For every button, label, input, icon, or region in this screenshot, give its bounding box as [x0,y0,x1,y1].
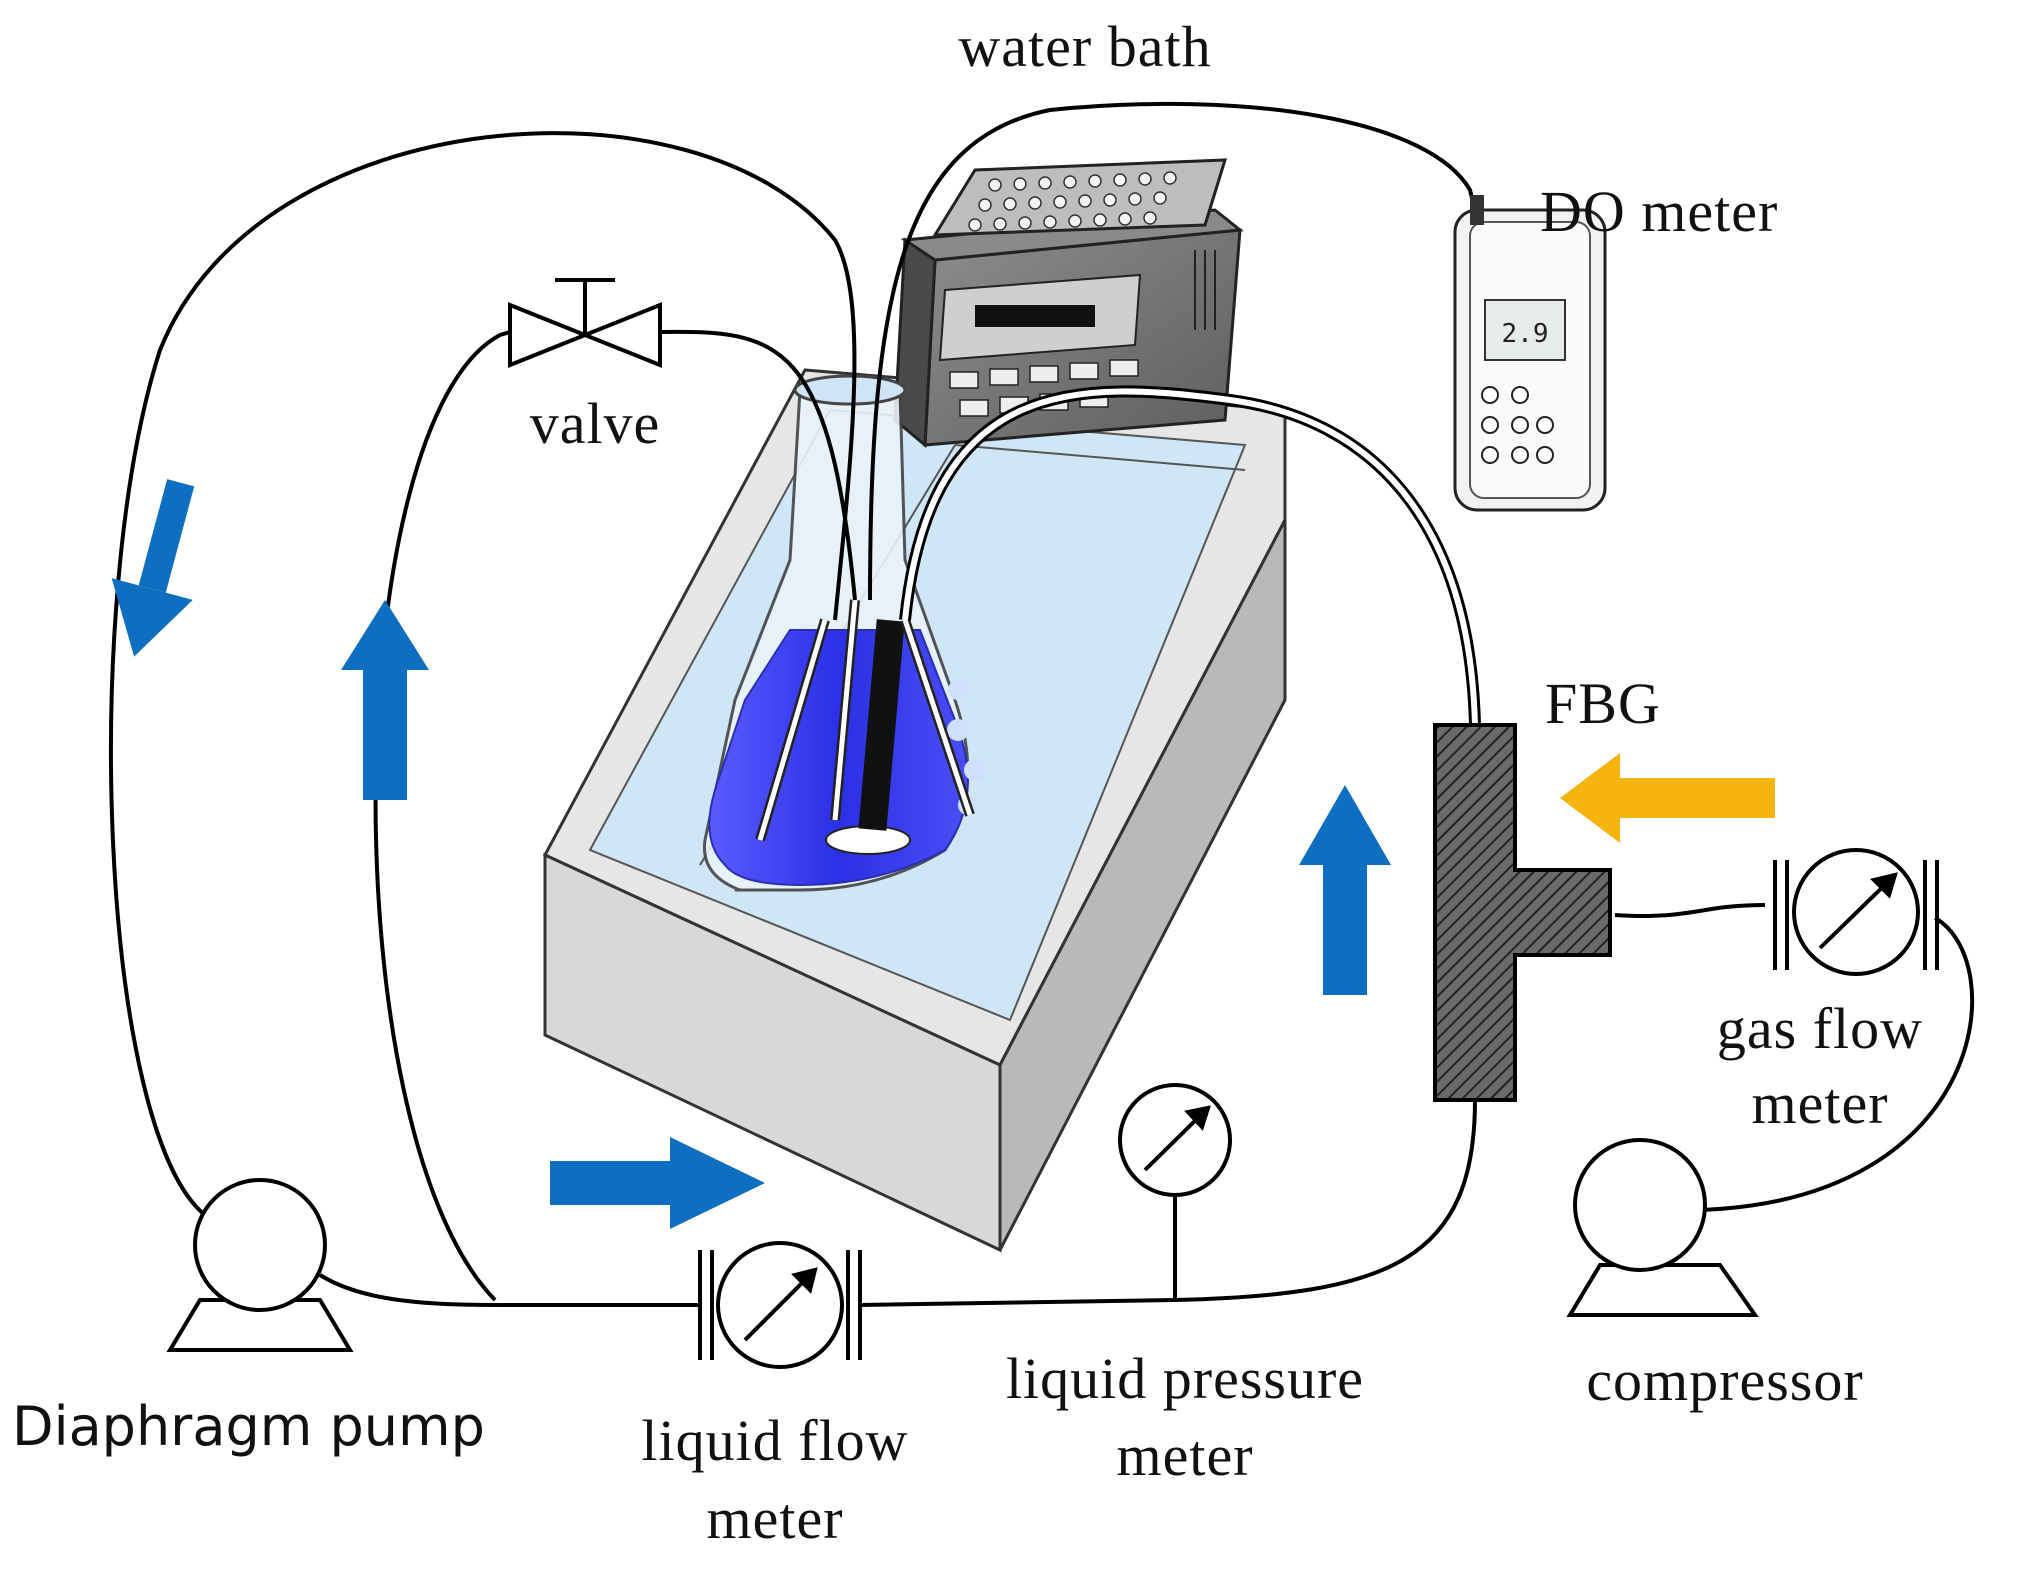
gas-flow-arrow [1560,753,1775,843]
liquid-flow-meter-symbol [698,1241,862,1369]
do-meter-display: 2.9 [1502,319,1549,349]
diaphragm-pump-label: Diaphragm pump [12,1395,485,1458]
water-bath-label: water bath [958,14,1212,79]
flow-arrow-up-right [1299,785,1391,995]
flow-arrow-right [550,1137,765,1229]
compressor-symbol [1566,1138,1759,1317]
liquid-flow-meter-label-line1: liquid flow [641,1408,909,1473]
liquid-flow-meter-label-line2: meter [706,1486,844,1551]
liquid-pressure-meter-label-line1: liquid pressure [1005,1346,1365,1411]
flow-arrow-down [111,479,195,657]
gas-flow-meter-symbol [1773,848,1939,976]
gas-flow-meter-label-line2: meter [1751,1071,1889,1136]
diaphragm-pump-symbol [166,1178,354,1352]
compressor-label: compressor [1586,1348,1864,1413]
flow-arrow-up-left [341,600,429,800]
pressure-meter-symbol [1118,1083,1232,1197]
do-meter-device: 2.9 [1453,195,1607,512]
gas-flow-meter-label-line1: gas flow [1716,996,1924,1061]
do-meter-label: DO meter [1540,179,1779,244]
flow-arrows [111,479,1391,1229]
liquid-pressure-meter-label-line2: meter [1116,1423,1254,1488]
flask [702,374,986,892]
fbg-symbol [1433,723,1612,1102]
valve-label: valve [529,391,661,456]
fbg-label: FBG [1545,671,1661,736]
valve-symbol [508,278,662,368]
